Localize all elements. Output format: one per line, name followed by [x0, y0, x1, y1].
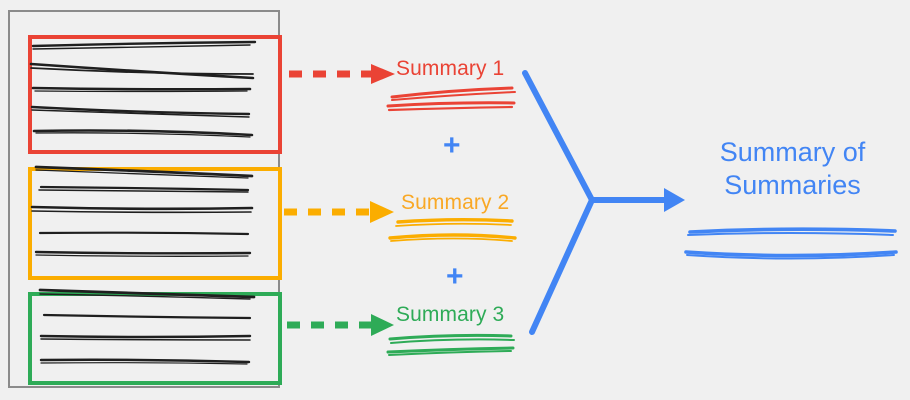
summary-1-label[interactable]: Summary 1 [396, 57, 505, 80]
final-underline [684, 227, 898, 260]
plus-operator-1: + [443, 129, 461, 162]
document-chunk-yellow[interactable] [28, 167, 282, 280]
final-arrow[interactable] [589, 188, 685, 212]
dashed-arrow-yellow[interactable] [284, 201, 394, 223]
chunk-yellow-text-lines [30, 165, 254, 257]
final-label-line-1: Summary of [719, 137, 866, 167]
dashed-arrow-green[interactable] [287, 314, 394, 336]
merge-funnel [522, 70, 595, 335]
summary-of-summaries-label[interactable]: Summary of Summaries [690, 136, 895, 202]
plus-operator-2: + [446, 260, 464, 293]
summary-2-label[interactable]: Summary 2 [401, 191, 510, 214]
final-label-line-2: Summaries [724, 170, 861, 200]
summary-1-underline [386, 86, 516, 112]
summary-3-label[interactable]: Summary 3 [396, 303, 505, 326]
chunk-green-text-lines [38, 288, 256, 365]
summary-3-underline [386, 333, 515, 356]
chunk-red-text-lines [29, 40, 257, 138]
dashed-arrow-red[interactable] [289, 64, 395, 84]
summary-2-underline [388, 218, 517, 242]
